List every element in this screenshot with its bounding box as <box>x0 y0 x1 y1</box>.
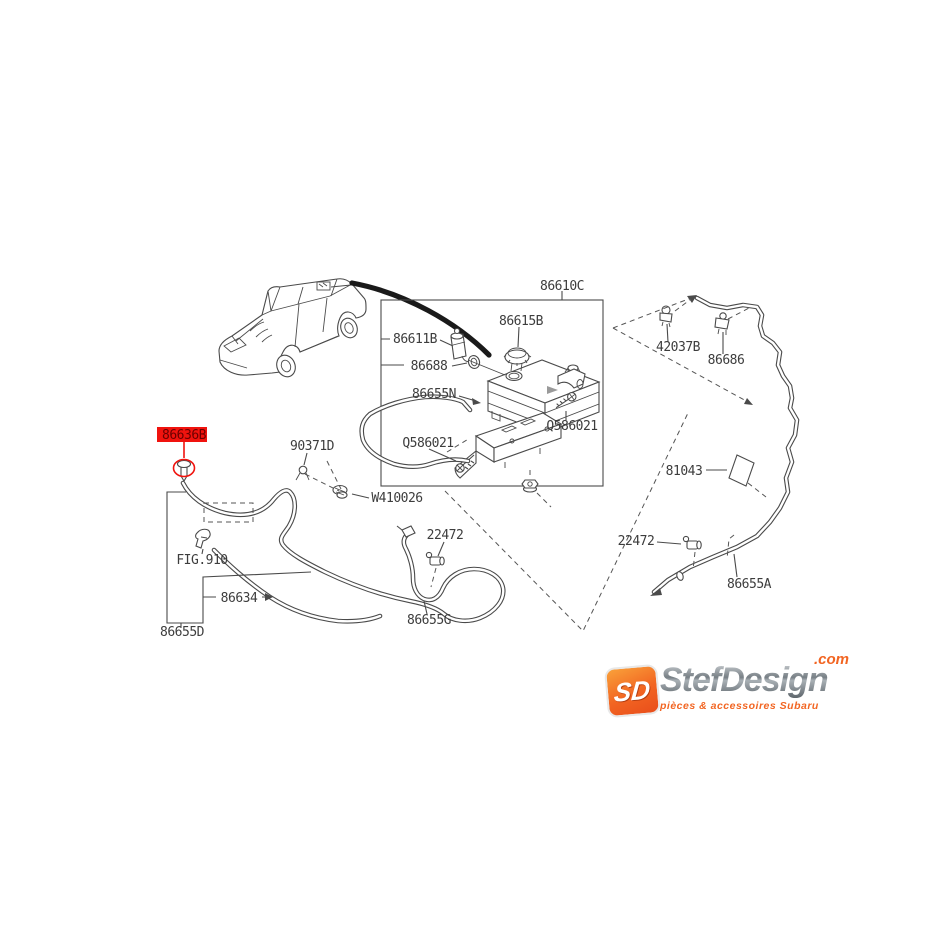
locator-arrow <box>349 280 492 358</box>
bracket-nut <box>521 479 539 493</box>
seam-marker <box>547 386 558 394</box>
car-illustration <box>218 278 367 378</box>
part-label-86634: 86634 <box>221 591 258 606</box>
clip-86686 <box>714 312 730 335</box>
part-label-86686: 86686 <box>708 353 745 368</box>
part-label-42037B: 42037B <box>656 340 701 355</box>
part-label-22472-right: 22472 <box>618 534 655 549</box>
part-label-86655A: 86655A <box>727 577 772 592</box>
part-label-W410026: W410026 <box>371 491 422 506</box>
part-label-86610C: 86610C <box>540 279 584 294</box>
reservoir-cap <box>503 347 532 372</box>
reservoir-bracket <box>454 412 563 479</box>
figure-reference-label: FIG.910 <box>176 553 227 568</box>
part-label-86611B: 86611B <box>393 332 438 347</box>
logo-site-name: StefDesign <box>660 661 829 699</box>
rear-washer-nozzle[interactable] <box>172 458 196 483</box>
logo-tagline: pièces & accessoires Subaru <box>660 700 819 712</box>
pad-81043 <box>728 454 755 487</box>
part-label-22472-left: 22472 <box>427 528 464 543</box>
grommet-w410026 <box>332 484 348 499</box>
part-label-81043: 81043 <box>666 464 703 479</box>
washer-reservoir-assembly <box>450 327 601 493</box>
clamp-22472-right <box>682 535 702 550</box>
part-label-86655N: 86655N <box>412 387 456 402</box>
clip-42037b <box>659 305 673 328</box>
reservoir-group-box <box>380 299 604 487</box>
part-label-Q586021-lower: Q586021 <box>402 436 453 451</box>
part-labels: 86610C 86615B 86611B 86688 86655N Q58602… <box>157 279 772 640</box>
part-label-Q586021-upper: Q586021 <box>546 419 597 434</box>
part-label-86655G: 86655G <box>407 613 452 628</box>
logo-monogram: SD <box>613 673 652 708</box>
clip-fig910 <box>195 528 211 549</box>
stefdesign-logo[interactable]: SD StefDesign .com pièces & accessoires … <box>598 651 883 733</box>
part-label-86615B: 86615B <box>499 314 544 329</box>
clamp-22472-left <box>425 551 445 566</box>
leader-lines <box>183 291 738 615</box>
part-label-90371D: 90371D <box>290 439 335 454</box>
clip-90371d <box>295 465 310 481</box>
construction-lines <box>203 295 767 632</box>
hose-ring-clip <box>676 571 684 581</box>
hose-connector <box>396 525 416 538</box>
screw-q586021-upper <box>555 392 577 409</box>
part-label-86636B-highlighted[interactable]: 86636B <box>157 427 207 443</box>
rear-nozzle-location-marker <box>316 281 352 291</box>
logo-badge-icon: SD <box>603 663 662 719</box>
part-label-86655D: 86655D <box>160 625 205 640</box>
part-label-86688: 86688 <box>411 359 448 374</box>
assembly-boundary-lines <box>166 491 312 628</box>
logo-domain-suffix: .com <box>814 651 850 668</box>
part-label-86636B[interactable]: 86636B <box>162 428 207 443</box>
washer-hoses <box>180 295 800 624</box>
